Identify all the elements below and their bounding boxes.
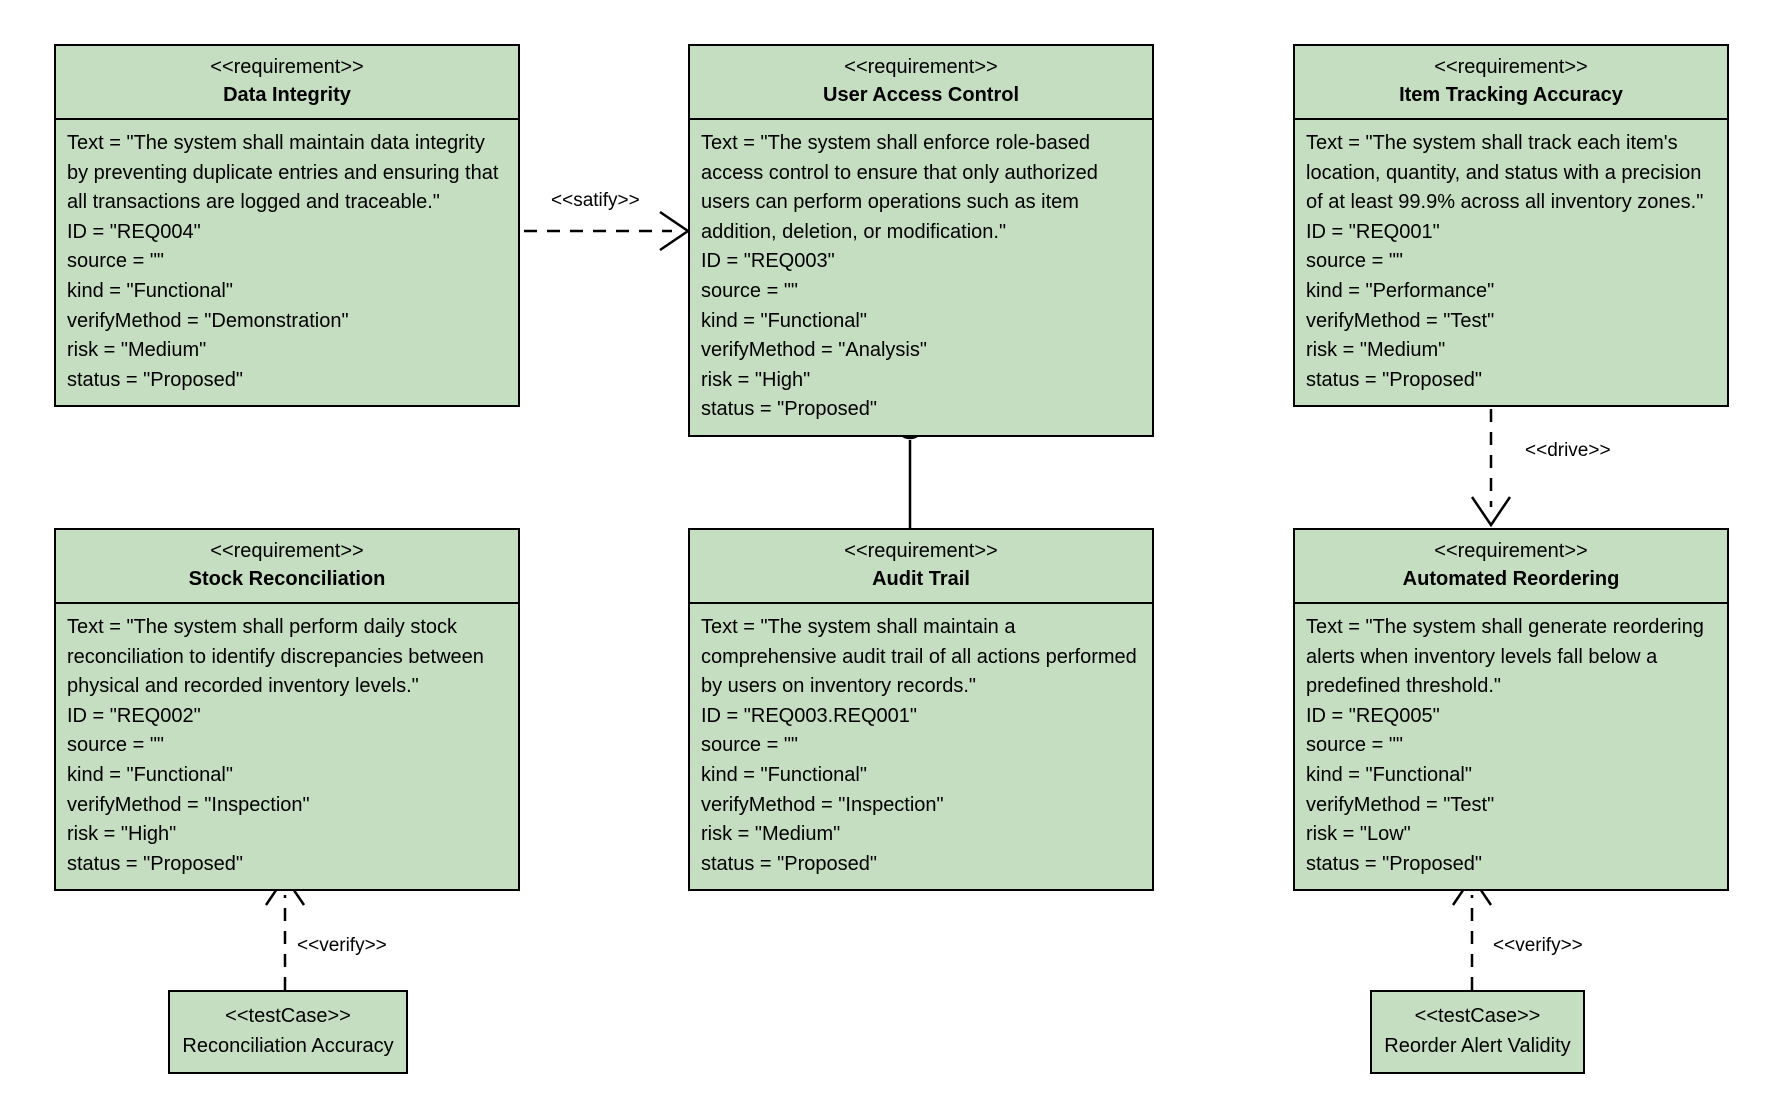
stereotype-label: <<testCase>> xyxy=(225,1005,351,1027)
block-header: <<requirement>> User Access Control xyxy=(690,46,1152,120)
testcase-block-reorder-alert-validity[interactable]: <<testCase>> Reorder Alert Validity xyxy=(1370,990,1585,1074)
stereotype-label: <<requirement>> xyxy=(844,540,998,562)
property-verifymethod: verifyMethod = "Test" xyxy=(1306,309,1495,332)
property-verifymethod: verifyMethod = "Inspection" xyxy=(701,793,944,816)
block-properties: Text = "The system shall track each item… xyxy=(1295,120,1727,405)
block-properties: Text = "The system shall maintain a comp… xyxy=(690,604,1152,889)
property-status: status = "Proposed" xyxy=(67,852,243,875)
property-status: status = "Proposed" xyxy=(701,852,877,875)
stereotype-label: <<testCase>> xyxy=(1414,1005,1541,1027)
stereotype-label: <<requirement>> xyxy=(1434,540,1588,562)
property-text: Text = "The system shall maintain a comp… xyxy=(701,616,1137,698)
block-name: Item Tracking Accuracy xyxy=(1399,84,1623,106)
block-name: Automated Reordering xyxy=(1402,568,1620,590)
relationship-label-verify-right: <<verify>> xyxy=(1493,935,1583,956)
block-header: <<requirement>> Data Integrity xyxy=(56,46,518,120)
property-text: Text = "The system shall perform daily s… xyxy=(67,616,484,698)
block-name: Audit Trail xyxy=(872,568,970,590)
block-name: Data Integrity xyxy=(223,84,351,106)
property-kind: kind = "Functional" xyxy=(701,309,867,332)
property-verifymethod: verifyMethod = "Analysis" xyxy=(701,339,927,362)
property-id: ID = "REQ003.REQ001" xyxy=(701,704,917,727)
property-status: status = "Proposed" xyxy=(701,398,877,421)
property-text: Text = "The system shall track each item… xyxy=(1306,132,1704,214)
property-kind: kind = "Performance" xyxy=(1306,279,1495,302)
property-source: source = "" xyxy=(701,734,799,757)
block-properties: Text = "The system shall generate reorde… xyxy=(1295,604,1727,889)
property-risk: risk = "Medium" xyxy=(1306,339,1446,362)
property-source: source = "" xyxy=(67,250,165,273)
block-header: <<requirement>> Item Tracking Accuracy xyxy=(1295,46,1727,120)
property-kind: kind = "Functional" xyxy=(67,763,233,786)
property-kind: kind = "Functional" xyxy=(67,279,233,302)
property-id: ID = "REQ001" xyxy=(1306,220,1440,243)
property-id: ID = "REQ003" xyxy=(701,250,835,273)
block-name: Stock Reconciliation xyxy=(188,568,386,590)
connector-satify xyxy=(524,210,691,252)
property-kind: kind = "Functional" xyxy=(701,763,867,786)
block-properties: Text = "The system shall enforce role-ba… xyxy=(690,120,1152,435)
stereotype-label: <<requirement>> xyxy=(844,56,998,78)
property-id: ID = "REQ004" xyxy=(67,220,201,243)
stereotype-label: <<requirement>> xyxy=(1434,56,1588,78)
property-kind: kind = "Functional" xyxy=(1306,763,1472,786)
property-risk: risk = "Medium" xyxy=(67,339,207,362)
property-source: source = "" xyxy=(67,734,165,757)
testcase-name: Reconciliation Accuracy xyxy=(182,1035,394,1057)
property-status: status = "Proposed" xyxy=(1306,368,1482,391)
stereotype-label: <<requirement>> xyxy=(210,540,364,562)
requirement-block-item-tracking-accuracy[interactable]: <<requirement>> Item Tracking Accuracy T… xyxy=(1293,44,1729,408)
property-source: source = "" xyxy=(1306,734,1404,757)
property-status: status = "Proposed" xyxy=(1306,852,1482,875)
property-verifymethod: verifyMethod = "Inspection" xyxy=(67,793,310,816)
block-properties: Text = "The system shall perform daily s… xyxy=(56,604,518,889)
property-text: Text = "The system shall generate reorde… xyxy=(1306,616,1704,698)
relationship-label-drive: <<drive>> xyxy=(1525,440,1611,461)
stereotype-label: <<requirement>> xyxy=(210,56,364,78)
requirement-block-data-integrity[interactable]: <<requirement>> Data Integrity Text = "T… xyxy=(54,44,520,408)
block-header: <<requirement>> Audit Trail xyxy=(690,530,1152,604)
block-properties: Text = "The system shall maintain data i… xyxy=(56,120,518,405)
property-source: source = "" xyxy=(701,279,799,302)
property-status: status = "Proposed" xyxy=(67,368,243,391)
relationship-label-satify: <<satify>> xyxy=(551,190,640,211)
requirement-block-stock-reconciliation[interactable]: <<requirement>> Stock Reconciliation Tex… xyxy=(54,528,520,892)
testcase-name: Reorder Alert Validity xyxy=(1384,1035,1571,1057)
property-verifymethod: verifyMethod = "Test" xyxy=(1306,793,1495,816)
property-id: ID = "REQ005" xyxy=(1306,704,1440,727)
testcase-block-reconciliation-accuracy[interactable]: <<testCase>> Reconciliation Accuracy xyxy=(168,990,408,1074)
connector-verify-left xyxy=(264,874,306,990)
block-header: <<requirement>> Automated Reordering xyxy=(1295,530,1727,604)
requirement-block-automated-reordering[interactable]: <<requirement>> Automated Reordering Tex… xyxy=(1293,528,1729,892)
block-name: User Access Control xyxy=(823,84,1019,106)
requirement-block-user-access-control[interactable]: <<requirement>> User Access Control Text… xyxy=(688,44,1154,437)
property-id: ID = "REQ002" xyxy=(67,704,201,727)
property-risk: risk = "Low" xyxy=(1306,823,1411,846)
property-risk: risk = "Medium" xyxy=(701,823,841,846)
property-verifymethod: verifyMethod = "Demonstration" xyxy=(67,309,349,332)
property-text: Text = "The system shall enforce role-ba… xyxy=(701,132,1098,243)
property-risk: risk = "High" xyxy=(67,823,177,846)
relationship-label-verify-left: <<verify>> xyxy=(297,935,387,956)
block-header: <<requirement>> Stock Reconciliation xyxy=(56,530,518,604)
property-source: source = "" xyxy=(1306,250,1404,273)
property-risk: risk = "High" xyxy=(701,368,811,391)
property-text: Text = "The system shall maintain data i… xyxy=(67,132,499,214)
requirement-block-audit-trail[interactable]: <<requirement>> Audit Trail Text = "The … xyxy=(688,528,1154,892)
connector-verify-right xyxy=(1451,874,1493,990)
